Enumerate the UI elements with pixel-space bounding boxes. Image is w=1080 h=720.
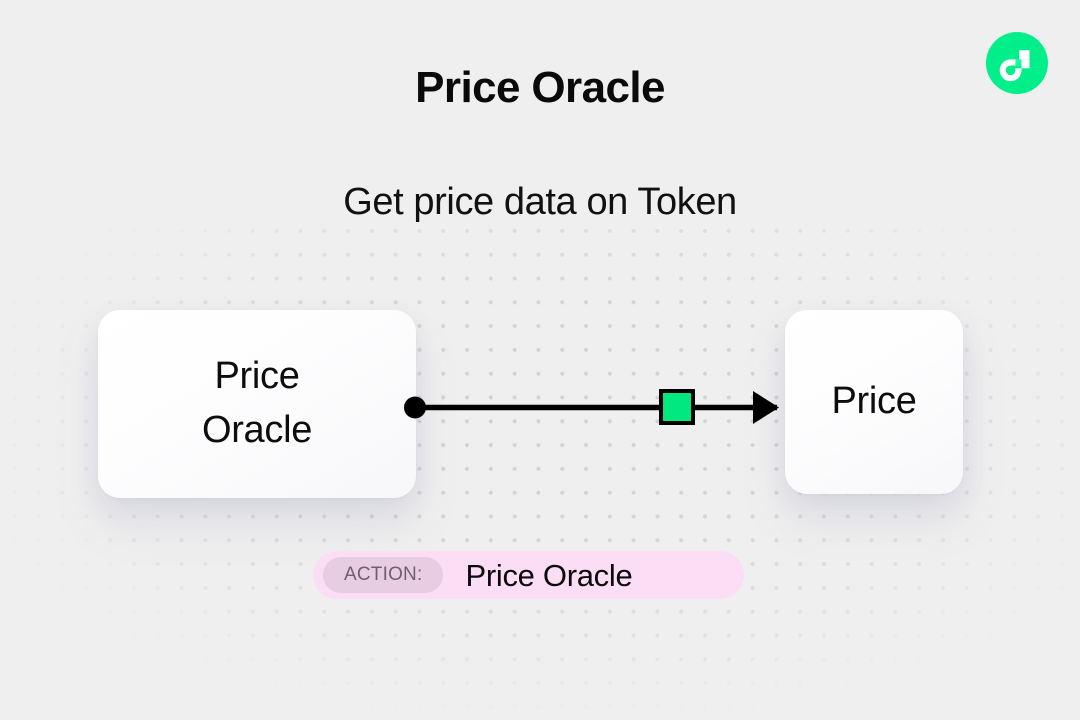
node-card-source[interactable]: Price Oracle: [98, 310, 416, 498]
node-source-label: Price Oracle: [201, 355, 313, 451]
flow-logo-icon: [986, 32, 1048, 94]
green-square-marker-icon[interactable]: [659, 389, 695, 425]
action-bar[interactable]: ACTION: Price Oracle: [313, 551, 744, 599]
node-target-label: Price: [831, 380, 917, 423]
page-title: Price Oracle: [415, 63, 665, 112]
action-value: Price Oracle: [465, 557, 633, 593]
connector-source-to-target[interactable]: [395, 378, 795, 438]
page-subtitle: Get price data on Token: [343, 181, 737, 223]
action-badge: ACTION:: [323, 557, 444, 593]
connection-dot-icon[interactable]: [404, 396, 426, 419]
node-card-target[interactable]: Price: [785, 310, 963, 494]
arrowhead-icon: [753, 391, 779, 424]
